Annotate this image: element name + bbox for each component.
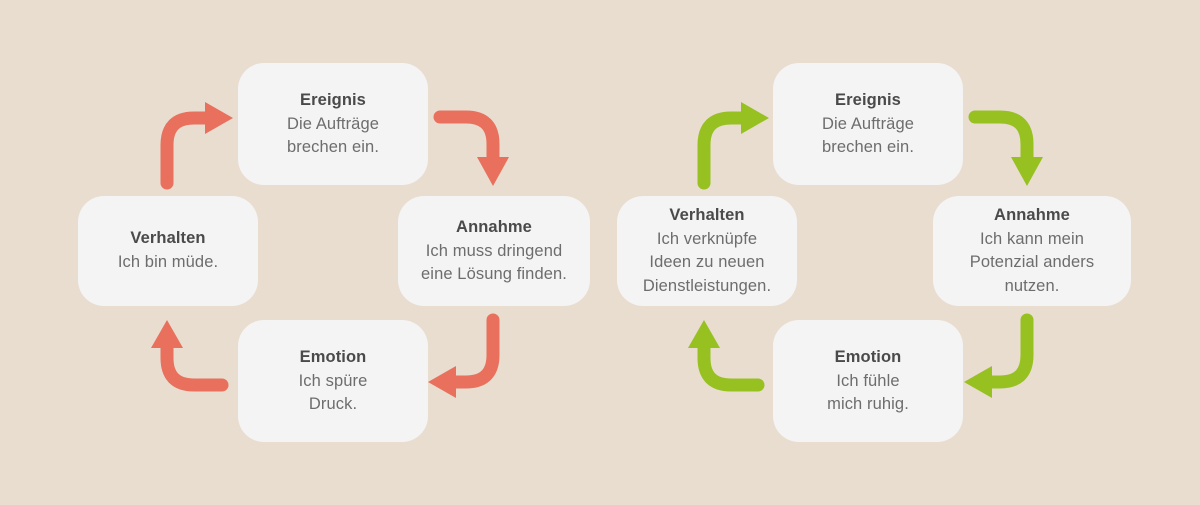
node-emotion-body: Ich fühle mich ruhig. xyxy=(827,371,909,413)
node-emotion[interactable]: Emotion Ich spüre Druck. xyxy=(238,320,428,442)
node-annahme-title: Annahme xyxy=(456,217,532,236)
node-annahme[interactable]: Annahme Ich kann mein Potenzial anders n… xyxy=(933,196,1131,306)
node-annahme-body: Ich kann mein Potenzial anders nutzen. xyxy=(969,229,1095,295)
arrow-annahme-to-emotion xyxy=(428,313,500,398)
node-ereignis-body: Die Aufträge brechen ein. xyxy=(286,114,379,156)
node-ereignis[interactable]: Ereignis Die Aufträge brechen ein. xyxy=(773,63,963,185)
node-ereignis-title: Ereignis xyxy=(835,90,901,109)
arrow-verhalten-to-ereignis xyxy=(697,102,769,190)
node-verhalten-title: Verhalten xyxy=(669,205,745,224)
node-annahme[interactable]: Annahme Ich muss dringend eine Lösung fi… xyxy=(398,196,590,306)
node-verhalten-body: Ich bin müde. xyxy=(117,253,219,272)
arrow-verhalten-to-ereignis xyxy=(160,102,233,190)
node-emotion-body: Ich spüre Druck. xyxy=(298,371,368,413)
node-annahme-title: Annahme xyxy=(994,205,1070,224)
arrow-emotion-to-verhalten xyxy=(151,320,229,392)
node-annahme-body: Ich muss dringend eine Lösung finden. xyxy=(421,241,567,283)
node-verhalten-title: Verhalten xyxy=(130,229,206,248)
arrow-annahme-to-emotion xyxy=(964,313,1034,398)
node-verhalten[interactable]: Verhalten Ich bin müde. xyxy=(78,196,258,306)
arrow-emotion-to-verhalten xyxy=(688,320,765,392)
node-emotion-title: Emotion xyxy=(834,347,902,366)
positive-cycle: Ereignis Die Aufträge brechen ein. Annah… xyxy=(600,0,1200,505)
node-ereignis-body: Die Aufträge brechen ein. xyxy=(821,114,914,156)
node-emotion[interactable]: Emotion Ich fühle mich ruhig. xyxy=(773,320,963,442)
node-ereignis-title: Ereignis xyxy=(300,90,366,109)
node-ereignis[interactable]: Ereignis Die Aufträge brechen ein. xyxy=(238,63,428,185)
negative-cycle: Ereignis Die Aufträge brechen ein. Annah… xyxy=(78,63,590,442)
node-verhalten-body: Ich verknüpfe Ideen zu neuen Dienstleist… xyxy=(642,229,772,295)
node-verhalten[interactable]: Verhalten Ich verknüpfe Ideen zu neuen D… xyxy=(617,196,797,306)
arrow-ereignis-to-annahme xyxy=(433,110,509,186)
node-emotion-title: Emotion xyxy=(299,347,367,366)
arrow-ereignis-to-annahme xyxy=(968,110,1043,186)
